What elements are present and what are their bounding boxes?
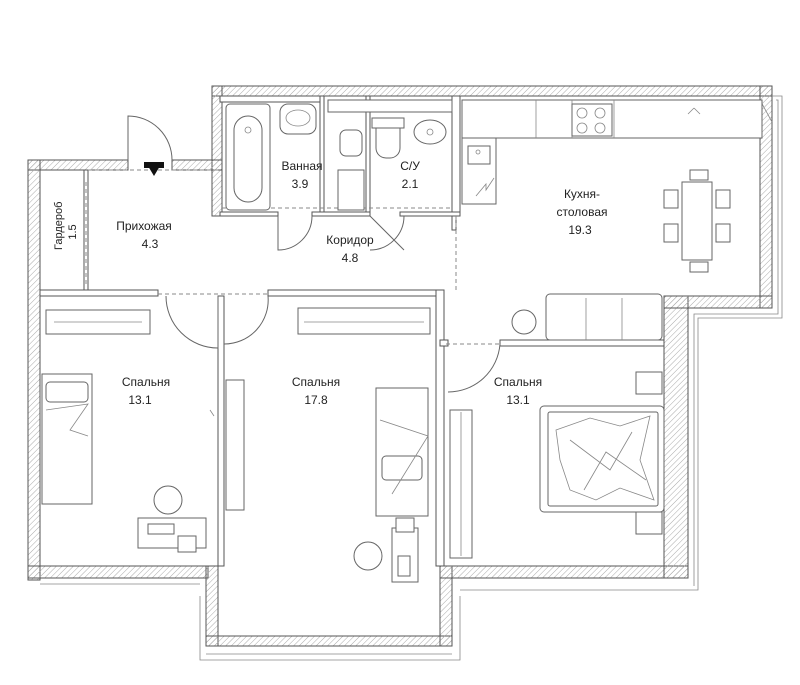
kitchen-name-line1: Кухня-	[564, 187, 600, 201]
bedroom-right-name: Спальня	[494, 375, 542, 389]
kitchen-area: 19.3	[568, 223, 592, 237]
bathroom-name: Ванная	[281, 159, 322, 173]
bedroom-middle-furniture	[225, 307, 431, 583]
wc-name: С/У	[400, 159, 420, 173]
bedroom-middle-name: Спальня	[292, 375, 340, 389]
bedroom-middle-area: 17.8	[304, 393, 328, 407]
kitchen-fixtures	[461, 99, 763, 341]
bedroom-left-area: 13.1	[128, 393, 152, 407]
entrance-arrow-icon	[148, 166, 160, 176]
bedroom-left-furniture	[41, 309, 215, 553]
wardrobe-name: Гардероб	[53, 202, 65, 250]
room-labels: Гардероб 1.5 Прихожая 4.3 Ванная 3.9 С/У…	[53, 159, 608, 407]
bedroom-right-furniture	[449, 371, 665, 559]
wc-area: 2.1	[402, 177, 419, 191]
bedroom-right-area: 13.1	[506, 393, 530, 407]
kitchen-name-line2: столовая	[557, 205, 608, 219]
wc-fixtures	[371, 117, 447, 159]
corridor-area: 4.8	[342, 251, 359, 265]
bathroom-fixtures	[225, 99, 453, 211]
wardrobe-area: 1.5	[67, 224, 79, 239]
hallway-area: 4.3	[142, 237, 159, 251]
hallway-name: Прихожая	[116, 219, 172, 233]
bathroom-area: 3.9	[292, 177, 309, 191]
corridor-name: Коридор	[326, 233, 374, 247]
internal-walls	[39, 95, 665, 567]
outer-walls	[27, 85, 773, 647]
bedroom-left-name: Спальня	[122, 375, 170, 389]
